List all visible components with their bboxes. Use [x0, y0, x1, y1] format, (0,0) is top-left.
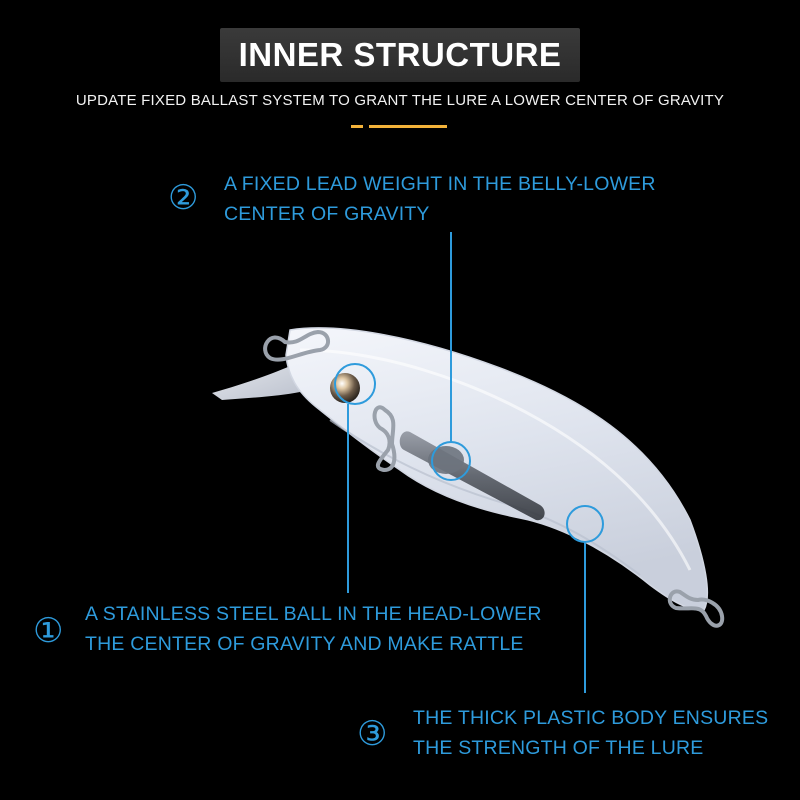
- callout-3-line-1: THE THICK PLASTIC BODY ENSURES: [413, 707, 769, 729]
- belly-hook-hanger: [372, 405, 397, 473]
- callout-markers: [334, 232, 604, 693]
- line-tie: [263, 329, 330, 362]
- page-subtitle: UPDATE FIXED BALLAST SYSTEM TO GRANT THE…: [75, 92, 725, 109]
- callout-1-number: ①: [33, 612, 64, 650]
- callout-2-number: ②: [168, 179, 199, 217]
- callout-1-text: A STAINLESS STEEL BALL IN THE HEAD-LOWER…: [85, 599, 542, 659]
- lure-body-highlight: [299, 348, 692, 571]
- callout-3-number: ③: [357, 715, 388, 753]
- lure-body: [285, 327, 709, 611]
- callout-1-line-2: THE CENTER OF GRAVITY AND MAKE RATTLE: [85, 633, 524, 655]
- title-banner: INNER STRUCTURE: [220, 28, 580, 82]
- callout-3-text: THE THICK PLASTIC BODY ENSURES THE STREN…: [413, 703, 768, 763]
- lure-lip: [212, 366, 300, 400]
- accent-bar-short: [351, 125, 363, 128]
- tail-hook-hanger: [667, 589, 725, 628]
- page-title: INNER STRUCTURE: [238, 36, 562, 73]
- callout-3-line-2: THE STRENGTH OF THE LURE: [413, 737, 704, 759]
- callout-2-line-2: CENTER OF GRAVITY: [224, 203, 430, 225]
- lead-weight: [399, 431, 545, 521]
- callout-1-line-1: A STAINLESS STEEL BALL IN THE HEAD-LOWER: [85, 603, 542, 625]
- callout-1-ring: [334, 363, 376, 405]
- accent-bar-long: [369, 125, 447, 128]
- callout-2-text: A FIXED LEAD WEIGHT IN THE BELLY-LOWER C…: [224, 169, 656, 229]
- callout-2-line-1: A FIXED LEAD WEIGHT IN THE BELLY-LOWER: [224, 173, 656, 195]
